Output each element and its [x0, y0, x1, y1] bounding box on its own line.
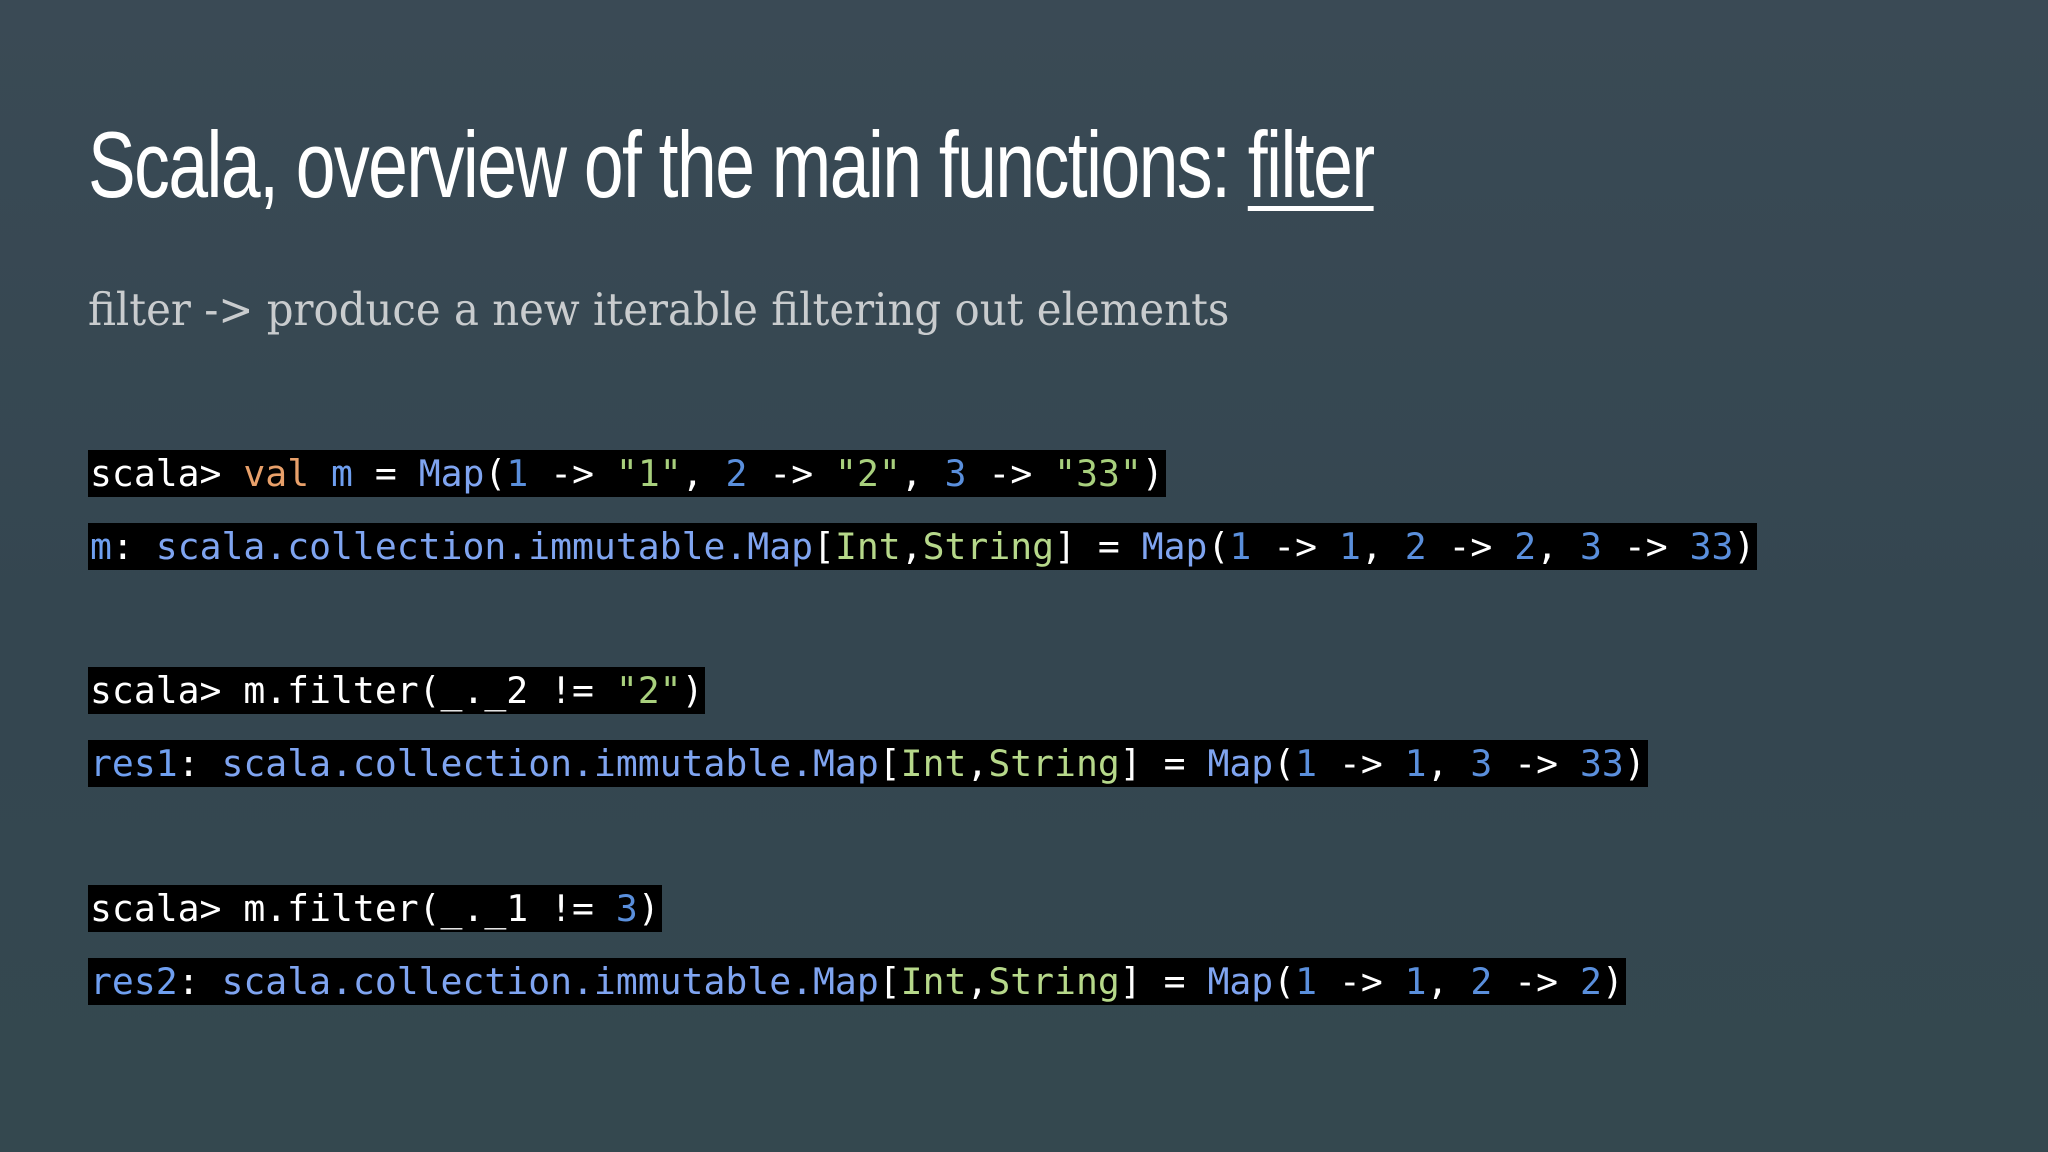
code-token-type-param: Int: [900, 742, 967, 785]
code-token-type: scala.collection.immutable.Map: [221, 742, 879, 785]
code-token-number: 33: [1689, 525, 1734, 568]
code-token-type-param: Int: [900, 960, 967, 1003]
code-token-number: 3: [615, 887, 638, 930]
code-token-plain: [: [878, 742, 901, 785]
code-token-number: 1: [1338, 525, 1361, 568]
code-token-number: 1: [1295, 960, 1318, 1003]
code-token-plain: :: [177, 742, 222, 785]
code-token-plain: ,: [1360, 525, 1405, 568]
code-token-plain: ,: [681, 452, 726, 495]
code-token-plain: ->: [1317, 742, 1405, 785]
code-token-plain: ,: [900, 525, 923, 568]
code-token-keyword: val: [243, 452, 310, 495]
repl-input-line: scala> val m = Map(1 -> "1", 2 -> "2", 3…: [88, 450, 1166, 497]
code-token-number: 3: [944, 452, 967, 495]
code-token-plain: ,: [1536, 525, 1580, 568]
code-token-plain: scala>: [90, 452, 244, 495]
code-token-plain: ] =: [1119, 960, 1208, 1003]
code-token-number: 33: [1579, 742, 1624, 785]
code-token-number: 2: [725, 452, 748, 495]
slide-title-prefix: Scala, overview of the main functions:: [88, 112, 1248, 217]
code-token-plain: =: [352, 452, 419, 495]
code-token-plain: (: [1273, 960, 1296, 1003]
code-token-plain: ->: [1601, 525, 1690, 568]
code-token-number: 2: [1514, 525, 1537, 568]
code-token-string: "1": [615, 452, 682, 495]
code-token-number: 1: [506, 452, 529, 495]
code-token-plain: (: [1273, 742, 1296, 785]
code-token-plain: ): [1733, 525, 1756, 568]
code-token-plain: ): [1623, 742, 1646, 785]
slide-title-emphasis: filter: [1247, 112, 1375, 217]
code-token-plain: ,: [966, 742, 989, 785]
code-token-number: 3: [1470, 742, 1493, 785]
code-token-plain: ): [637, 887, 660, 930]
code-token-type-param: String: [988, 960, 1120, 1003]
code-token-number: 2: [1404, 525, 1427, 568]
code-token-type: Map: [1141, 525, 1208, 568]
code-token-number: 1: [1404, 960, 1427, 1003]
code-token-plain: ,: [1426, 742, 1471, 785]
code-token-plain: [309, 452, 331, 495]
code-token-number: 1: [1229, 525, 1252, 568]
code-token-plain: ->: [1317, 960, 1405, 1003]
code-token-plain: [: [813, 525, 835, 568]
code-token-plain: (: [1207, 525, 1230, 568]
code-token-plain: ->: [1426, 525, 1515, 568]
code-token-plain: ->: [1251, 525, 1339, 568]
repl-output-line: res1: scala.collection.immutable.Map[Int…: [88, 740, 1648, 787]
code-token-plain: ->: [966, 452, 1055, 495]
repl-output-line: res2: scala.collection.immutable.Map[Int…: [88, 958, 1626, 1005]
code-token-identifier: m: [90, 525, 112, 568]
code-token-plain: ): [681, 669, 704, 712]
code-token-type: Map: [418, 452, 485, 495]
code-token-identifier: res2: [90, 960, 178, 1003]
code-token-identifier: res1: [90, 742, 178, 785]
code-token-plain: ->: [1492, 742, 1580, 785]
code-token-type-param: String: [922, 525, 1055, 568]
code-token-number: 1: [1404, 742, 1427, 785]
code-token-plain: ): [1601, 960, 1624, 1003]
repl-input-line: scala> m.filter(_._2 != "2"): [88, 667, 706, 714]
repl-input-line: scala> m.filter(_._1 != 3): [88, 885, 662, 932]
code-token-plain: ->: [747, 452, 836, 495]
code-token-type: scala.collection.immutable.Map: [155, 525, 814, 568]
code-token-type: scala.collection.immutable.Map: [221, 960, 879, 1003]
code-token-plain: scala> m.filter(_._2 !=: [90, 669, 616, 712]
code-token-plain: ,: [1426, 960, 1471, 1003]
slide-subtitle: filter -> produce a new iterable filteri…: [88, 283, 1230, 336]
code-token-identifier: m: [331, 452, 353, 495]
code-token-number: 3: [1580, 525, 1602, 568]
code-token-plain: (: [484, 452, 507, 495]
code-token-type-param: String: [988, 742, 1120, 785]
code-token-plain: ->: [528, 452, 616, 495]
code-token-plain: ,: [966, 960, 989, 1003]
code-token-plain: ->: [1492, 960, 1580, 1003]
code-token-plain: ] =: [1054, 525, 1142, 568]
code-token-string: "2": [615, 669, 682, 712]
code-token-type: Map: [1207, 960, 1274, 1003]
code-token-plain: :: [111, 525, 156, 568]
code-token-plain: scala> m.filter(_._1 !=: [90, 887, 616, 930]
repl-output-line: m: scala.collection.immutable.Map[Int,St…: [88, 523, 1758, 570]
code-token-number: 2: [1579, 960, 1602, 1003]
code-token-plain: ] =: [1119, 742, 1208, 785]
code-token-type-param: Int: [834, 525, 901, 568]
code-token-plain: [: [878, 960, 901, 1003]
code-token-plain: ,: [900, 452, 945, 495]
slide-title: Scala, overview of the main functions: f…: [88, 106, 1375, 224]
code-token-string: "2": [835, 452, 901, 495]
code-token-plain: ): [1141, 452, 1164, 495]
code-token-plain: :: [177, 960, 222, 1003]
code-token-number: 1: [1295, 742, 1318, 785]
code-token-string: "33": [1054, 452, 1142, 495]
code-token-type: Map: [1207, 742, 1274, 785]
code-token-number: 2: [1470, 960, 1493, 1003]
